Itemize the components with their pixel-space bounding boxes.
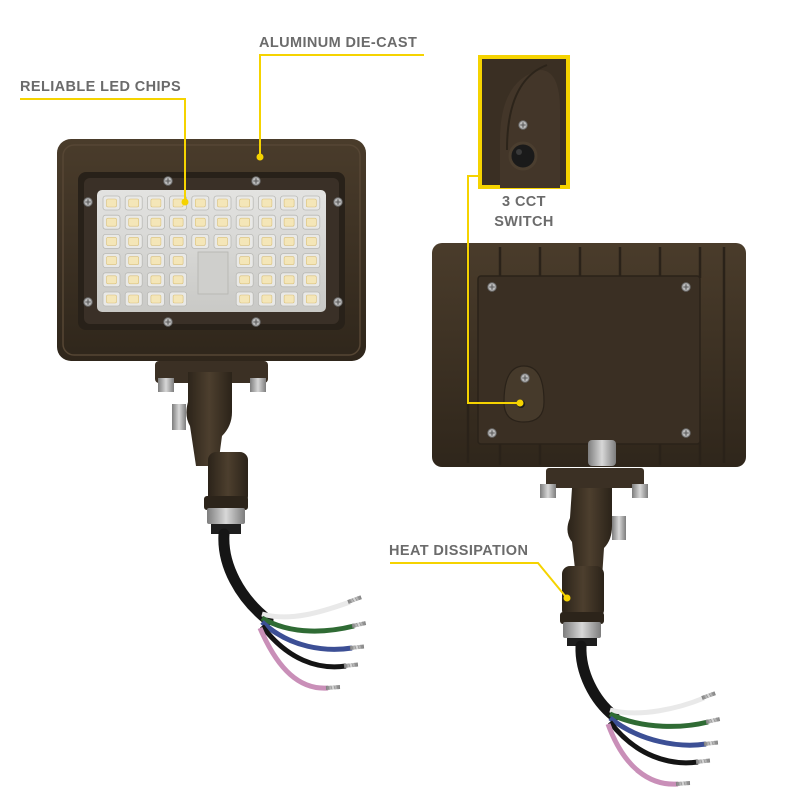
led-chip	[172, 217, 184, 227]
led-chip	[195, 237, 206, 246]
callout-reliable-led-chips: RELIABLE LED CHIPS	[20, 79, 182, 95]
led-chip	[305, 256, 317, 265]
led-chip	[261, 294, 273, 304]
led-chip	[106, 275, 117, 285]
led-chip	[261, 217, 273, 227]
led-chip	[239, 294, 250, 304]
led-chip	[150, 237, 162, 246]
led-chip	[195, 217, 206, 227]
led-chip	[128, 198, 139, 208]
callout-cct-line2: SWITCH	[494, 214, 554, 230]
led-chip	[283, 198, 295, 208]
led-chip	[283, 256, 295, 265]
callout-heat-dissipation: HEAT DISSIPATION	[389, 543, 529, 559]
callout-leader-lines	[20, 54, 571, 602]
led-chip	[239, 198, 250, 208]
led-chip	[150, 198, 162, 208]
callout-aluminum-die-cast: ALUMINUM DIE-CAST	[259, 35, 418, 51]
led-chip	[106, 198, 117, 208]
led-chip	[283, 237, 295, 246]
led-chip	[106, 256, 117, 265]
led-chip	[283, 294, 295, 304]
led-chip	[239, 217, 250, 227]
led-chip	[239, 237, 250, 246]
led-chip	[106, 237, 117, 246]
front-fixture	[57, 139, 367, 691]
led-chip	[261, 198, 273, 208]
led-chip	[106, 294, 117, 304]
led-chip	[172, 237, 184, 246]
led-chip	[172, 275, 184, 285]
switch-inset	[478, 55, 570, 189]
led-chip	[172, 294, 184, 304]
led-chip	[172, 198, 184, 208]
led-chip	[150, 256, 162, 265]
led-chip	[150, 275, 162, 285]
led-chip	[128, 294, 139, 304]
led-chip	[305, 294, 317, 304]
led-chip	[128, 217, 139, 227]
led-chip	[305, 237, 317, 246]
led-chip	[128, 275, 139, 285]
led-chip	[261, 256, 273, 265]
led-chip	[283, 275, 295, 285]
led-chip	[128, 256, 139, 265]
led-chip	[283, 217, 295, 227]
led-chip	[217, 198, 228, 208]
led-chip	[217, 237, 228, 246]
led-chip	[305, 275, 317, 285]
led-chip	[305, 217, 317, 227]
back-fixture	[432, 243, 746, 787]
led-chip	[261, 237, 273, 246]
callout-3-cct-switch: 3 CCT SWITCH	[484, 192, 564, 232]
led-chip	[106, 217, 117, 227]
led-chip	[305, 198, 317, 208]
led-chip	[195, 198, 206, 208]
callout-cct-line1: 3 CCT	[502, 194, 546, 210]
led-chip	[239, 256, 250, 265]
led-chip	[150, 294, 162, 304]
led-chip	[172, 256, 184, 265]
led-chip	[261, 275, 273, 285]
led-chip	[239, 275, 250, 285]
led-chip	[128, 237, 139, 246]
led-chip	[217, 217, 228, 227]
led-chip	[150, 217, 162, 227]
